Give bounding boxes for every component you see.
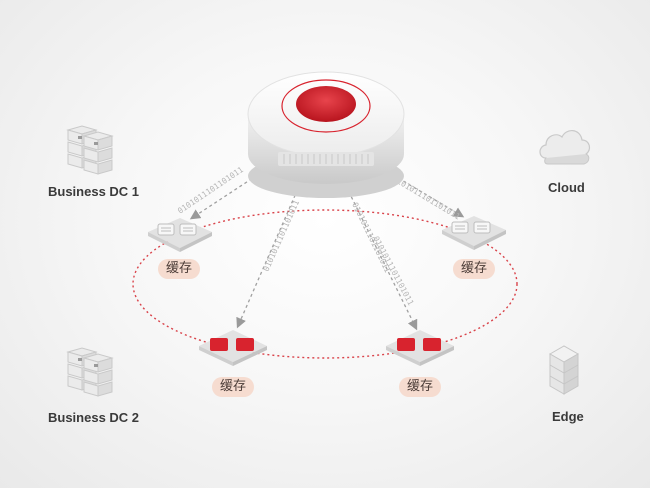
server-stack-icon [66, 347, 114, 397]
cache-tag-top-right: 缓存 [452, 259, 496, 279]
node-label-business-dc-2: Business DC 2 [48, 410, 140, 425]
node-label-business-dc-1: Business DC 1 [48, 184, 140, 199]
core-disk-icon [247, 71, 405, 198]
cache-tag-bottom-right: 缓存 [398, 377, 442, 397]
binary-stream-6: 0101011101101011 [371, 235, 415, 307]
cache-tag-bottom-left: 缓存 [211, 377, 255, 397]
cloud-icon [539, 130, 591, 165]
arrow-to-bottom-right-cache [345, 185, 418, 331]
binary-stream-3: 0101011101101011 [262, 199, 302, 273]
server-stack-icon [66, 125, 114, 175]
arrow-to-bottom-left-cache [236, 183, 301, 329]
cache-ring [132, 209, 518, 359]
cache-node-top-left [148, 218, 212, 252]
cache-node-bottom-right [386, 330, 454, 366]
cache-node-bottom-left [199, 330, 267, 366]
cache-node-top-right [442, 216, 506, 250]
cache-tag-top-left: 缓存 [157, 259, 201, 279]
edge-icon [548, 345, 580, 395]
node-label-edge: Edge [552, 409, 584, 424]
node-label-cloud: Cloud [548, 180, 585, 195]
